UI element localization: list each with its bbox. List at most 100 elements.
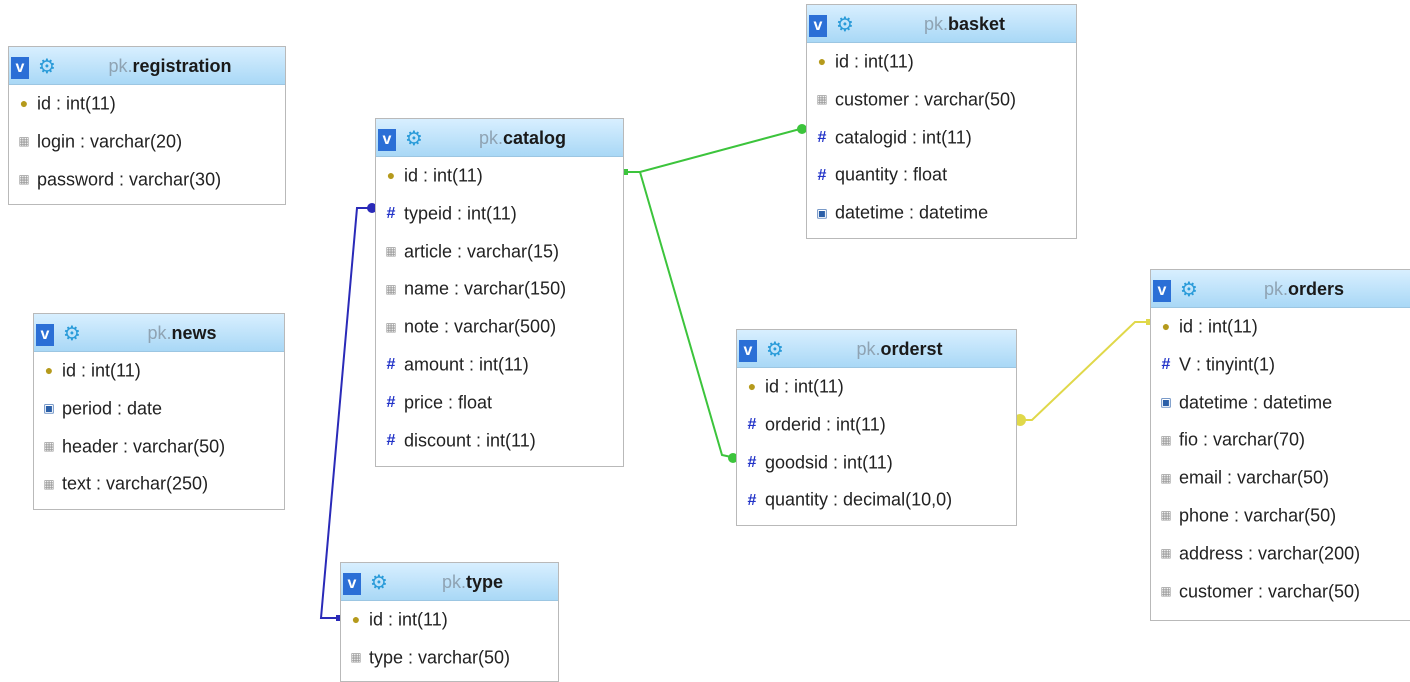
toggle-icon[interactable]: v [11, 57, 29, 79]
field-row[interactable]: ▦email : varchar(50) [1151, 459, 1410, 497]
text-field-icon: ▦ [1160, 508, 1172, 523]
toggle-icon[interactable]: v [378, 129, 396, 151]
table-header[interactable]: v ⚙ pk.type [341, 563, 558, 601]
field-row[interactable]: #typeid : int(11) [376, 195, 623, 233]
table-name: orders [1287, 279, 1345, 299]
field-row[interactable]: #amount : int(11) [376, 346, 623, 384]
field-row[interactable]: ▦fio : varchar(70) [1151, 421, 1410, 459]
field-row[interactable]: ▦header : varchar(50) [34, 428, 284, 466]
date-field-icon: ▣ [816, 205, 828, 220]
field-row[interactable]: ●id : int(11) [34, 352, 284, 390]
field-row[interactable]: ●id : int(11) [9, 85, 285, 123]
text-field-icon: ▦ [385, 243, 397, 258]
numeric-field-icon: # [386, 356, 396, 374]
gear-icon[interactable]: ⚙ [1180, 279, 1198, 301]
table-name: registration [132, 56, 232, 76]
field-text: quantity : float [835, 164, 948, 185]
field-row[interactable]: ▣datetime : datetime [807, 194, 1076, 232]
text-field-icon: ▦ [18, 134, 30, 149]
field-row[interactable]: ▣datetime : datetime [1151, 384, 1410, 422]
toggle-icon[interactable]: v [343, 573, 361, 595]
field-text: id : int(11) [369, 609, 448, 630]
field-row[interactable]: #price : float [376, 384, 623, 422]
table-title: pk.basket [859, 14, 1070, 35]
field-row[interactable]: # quantity : decimal(10,0) [737, 481, 1016, 519]
primary-key-icon: ● [747, 378, 757, 395]
text-field-icon: ▦ [18, 171, 30, 186]
field-row[interactable]: #V : tinyint(1) [1151, 346, 1410, 384]
table-name: news [171, 323, 217, 343]
field-row[interactable]: ▦customer : varchar(50) [807, 81, 1076, 119]
field-row[interactable]: ▦ article : varchar(15) [376, 233, 623, 271]
field-text: id : int(11) [404, 165, 483, 186]
field-row[interactable]: ▦login : varchar(20) [9, 123, 285, 161]
table-name: orderst [880, 339, 943, 359]
toggle-icon[interactable]: v [809, 15, 827, 37]
table-header[interactable]: v ⚙ pk.catalog [376, 119, 623, 157]
field-text: address : varchar(200) [1179, 543, 1361, 564]
gear-icon[interactable]: ⚙ [63, 323, 81, 345]
table-header[interactable]: v ⚙ pk.registration [9, 47, 285, 85]
field-text: id : int(11) [37, 93, 116, 114]
field-row[interactable]: ▦text : varchar(250) [34, 465, 284, 503]
field-row[interactable]: ▣period : date [34, 390, 284, 428]
field-row[interactable]: ●id : int(11) [376, 157, 623, 195]
table-news[interactable]: v ⚙ pk.news ●id : int(11) ▣period : date… [33, 313, 285, 510]
database-prefix: pk. [108, 56, 133, 76]
relation-line-catalog-orderst [639, 171, 737, 459]
text-field-icon: ▦ [1160, 432, 1172, 447]
table-header[interactable]: v ⚙ pk.basket [807, 5, 1076, 43]
field-row[interactable]: #quantity : float [807, 156, 1076, 194]
field-text: customer : varchar(50) [1179, 580, 1361, 601]
gear-icon[interactable]: ⚙ [766, 339, 784, 361]
field-text: catalogid : int(11) [835, 126, 972, 147]
table-catalog[interactable]: v ⚙ pk.catalog ●id : int(11) #typeid : i… [375, 118, 624, 467]
table-name: type [466, 572, 504, 592]
primary-key-icon: ● [817, 53, 827, 70]
field-row[interactable]: #goodsid : int(11) [737, 444, 1016, 482]
field-text: discount : int(11) [404, 429, 536, 450]
toggle-icon[interactable]: v [1153, 280, 1171, 302]
table-header[interactable]: v ⚙ pk.orderst [737, 330, 1016, 368]
field-row[interactable]: #catalogid : int(11) [807, 119, 1076, 157]
field-row[interactable]: ▦ address : varchar(200) [1151, 535, 1410, 573]
text-field-icon: ▦ [1160, 546, 1172, 561]
table-name: catalog [502, 128, 567, 148]
field-text: quantity : decimal(10,0) [765, 489, 953, 510]
field-row[interactable]: ●id : int(11) [341, 601, 558, 639]
table-basket[interactable]: v ⚙ pk.basket ●id : int(11) ▦customer : … [806, 4, 1077, 239]
field-row[interactable]: ▦password : varchar(30) [9, 161, 285, 199]
field-row[interactable]: ▦phone : varchar(50) [1151, 497, 1410, 535]
numeric-field-icon: # [747, 491, 757, 509]
table-header[interactable]: v ⚙ pk.orders [1151, 270, 1410, 308]
field-row[interactable]: ▦name : varchar(150) [376, 270, 623, 308]
gear-icon[interactable]: ⚙ [38, 56, 56, 78]
table-orderst[interactable]: v ⚙ pk.orderst ●id : int(11) #orderid : … [736, 329, 1017, 526]
toggle-icon[interactable]: v [739, 340, 757, 362]
field-row[interactable]: ●id : int(11) [807, 43, 1076, 81]
field-text: article : varchar(15) [404, 240, 560, 261]
field-row[interactable]: ▦customer : varchar(50) [1151, 573, 1410, 611]
field-row[interactable]: ▦type : varchar(50) [341, 639, 558, 677]
gear-icon[interactable]: ⚙ [370, 572, 388, 594]
database-prefix: pk. [147, 323, 172, 343]
field-row[interactable]: ▦note : varchar(500) [376, 308, 623, 346]
gear-icon[interactable]: ⚙ [836, 14, 854, 36]
field-row[interactable]: ●id : int(11) [1151, 308, 1410, 346]
text-field-icon: ▦ [385, 281, 397, 296]
table-type[interactable]: v ⚙ pk.type ●id : int(11) ▦type : varcha… [340, 562, 559, 682]
table-title: pk.type [393, 572, 552, 593]
field-text: header : varchar(50) [62, 435, 226, 456]
gear-icon[interactable]: ⚙ [405, 128, 423, 150]
field-row[interactable]: #orderid : int(11) [737, 406, 1016, 444]
table-title: pk.catalog [428, 128, 617, 149]
numeric-field-icon: # [747, 416, 757, 434]
table-orders[interactable]: v ⚙ pk.orders ●id : int(11) #V : tinyint… [1150, 269, 1410, 621]
field-row[interactable]: #discount : int(11) [376, 422, 623, 460]
table-registration[interactable]: v ⚙ pk.registration ●id : int(11) ▦login… [8, 46, 286, 205]
database-prefix: pk. [441, 572, 466, 592]
date-field-icon: ▣ [1160, 394, 1172, 409]
toggle-icon[interactable]: v [36, 324, 54, 346]
table-header[interactable]: v ⚙ pk.news [34, 314, 284, 352]
field-row[interactable]: ●id : int(11) [737, 368, 1016, 406]
